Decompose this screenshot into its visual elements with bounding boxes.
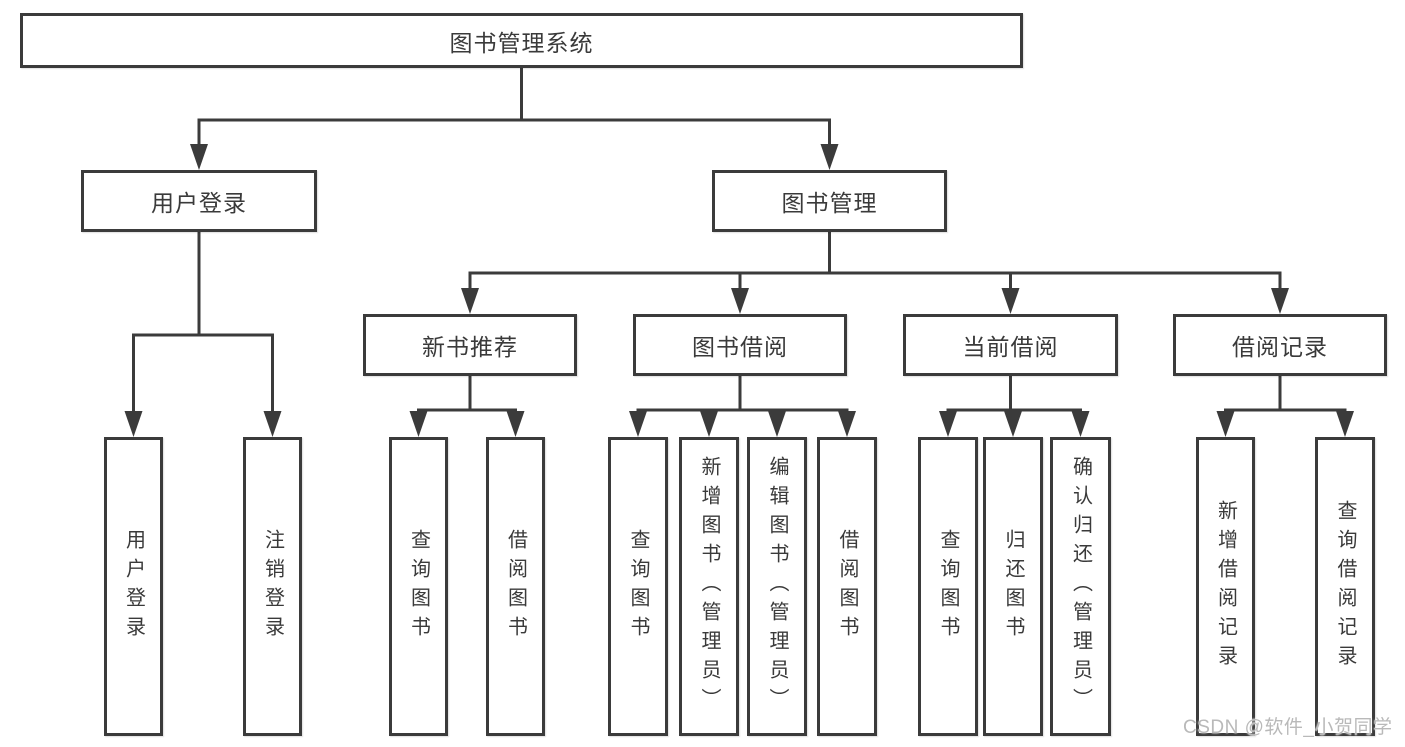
leaf-add-borrow-record: 新增借阅记录 [1196,437,1255,736]
node-book-borrowing: 图书借阅 [633,314,847,376]
node-borrowing-records: 借阅记录 [1173,314,1387,376]
leaf-user-login: 用户登录 [104,437,163,736]
leaf-label: 借阅图书 [836,528,858,645]
node-label: 用户登录 [151,190,247,216]
leaf-label: 查询借阅记录 [1334,499,1356,674]
leaf-label: 借阅图书 [504,528,527,645]
node-new-book-recommendation: 新书推荐 [363,314,577,376]
leaf-label: 注销登录 [261,528,284,645]
leaf-add-book-admin: 新增图书（管理员） [679,437,739,736]
node-label: 图书借阅 [692,334,788,360]
leaf-borrow-books-borrowing: 借阅图书 [817,437,877,736]
leaf-label: 新增借阅记录 [1214,499,1237,674]
leaf-edit-book-admin: 编辑图书（管理员） [747,437,807,736]
leaf-label: 查询图书 [937,528,959,645]
leaf-label: 新增图书（管理员） [698,456,720,717]
node-label: 借阅记录 [1232,334,1328,360]
leaf-query-books-borrowing: 查询图书 [608,437,668,736]
leaf-label: 编辑图书（管理员） [766,456,788,717]
node-label: 图书管理系统 [449,29,594,56]
leaf-confirm-return-admin: 确认归还（管理员） [1050,437,1111,736]
node-user-login: 用户登录 [81,170,317,232]
leaf-label: 确认归还（管理员） [1069,456,1092,717]
node-label: 图书管理 [781,190,878,216]
node-label: 当前借阅 [962,334,1059,360]
leaf-return-book: 归还图书 [983,437,1043,736]
node-book-management: 图书管理 [712,170,947,232]
leaf-label: 用户登录 [122,528,145,645]
leaf-label: 归还图书 [1002,528,1024,645]
leaf-query-books-current: 查询图书 [918,437,978,736]
leaf-label: 查询图书 [627,528,649,645]
node-label: 新书推荐 [422,334,518,360]
leaf-label: 查询图书 [407,528,430,645]
node-library-management-system: 图书管理系统 [20,13,1023,68]
leaf-query-books-recommend: 查询图书 [389,437,448,736]
leaf-borrow-books-recommend: 借阅图书 [486,437,545,736]
leaf-query-borrow-record: 查询借阅记录 [1315,437,1375,736]
leaf-logout: 注销登录 [243,437,302,736]
node-current-borrowing: 当前借阅 [903,314,1118,376]
csdn-watermark: CSDN @软件_小贺同学 [1183,717,1393,738]
